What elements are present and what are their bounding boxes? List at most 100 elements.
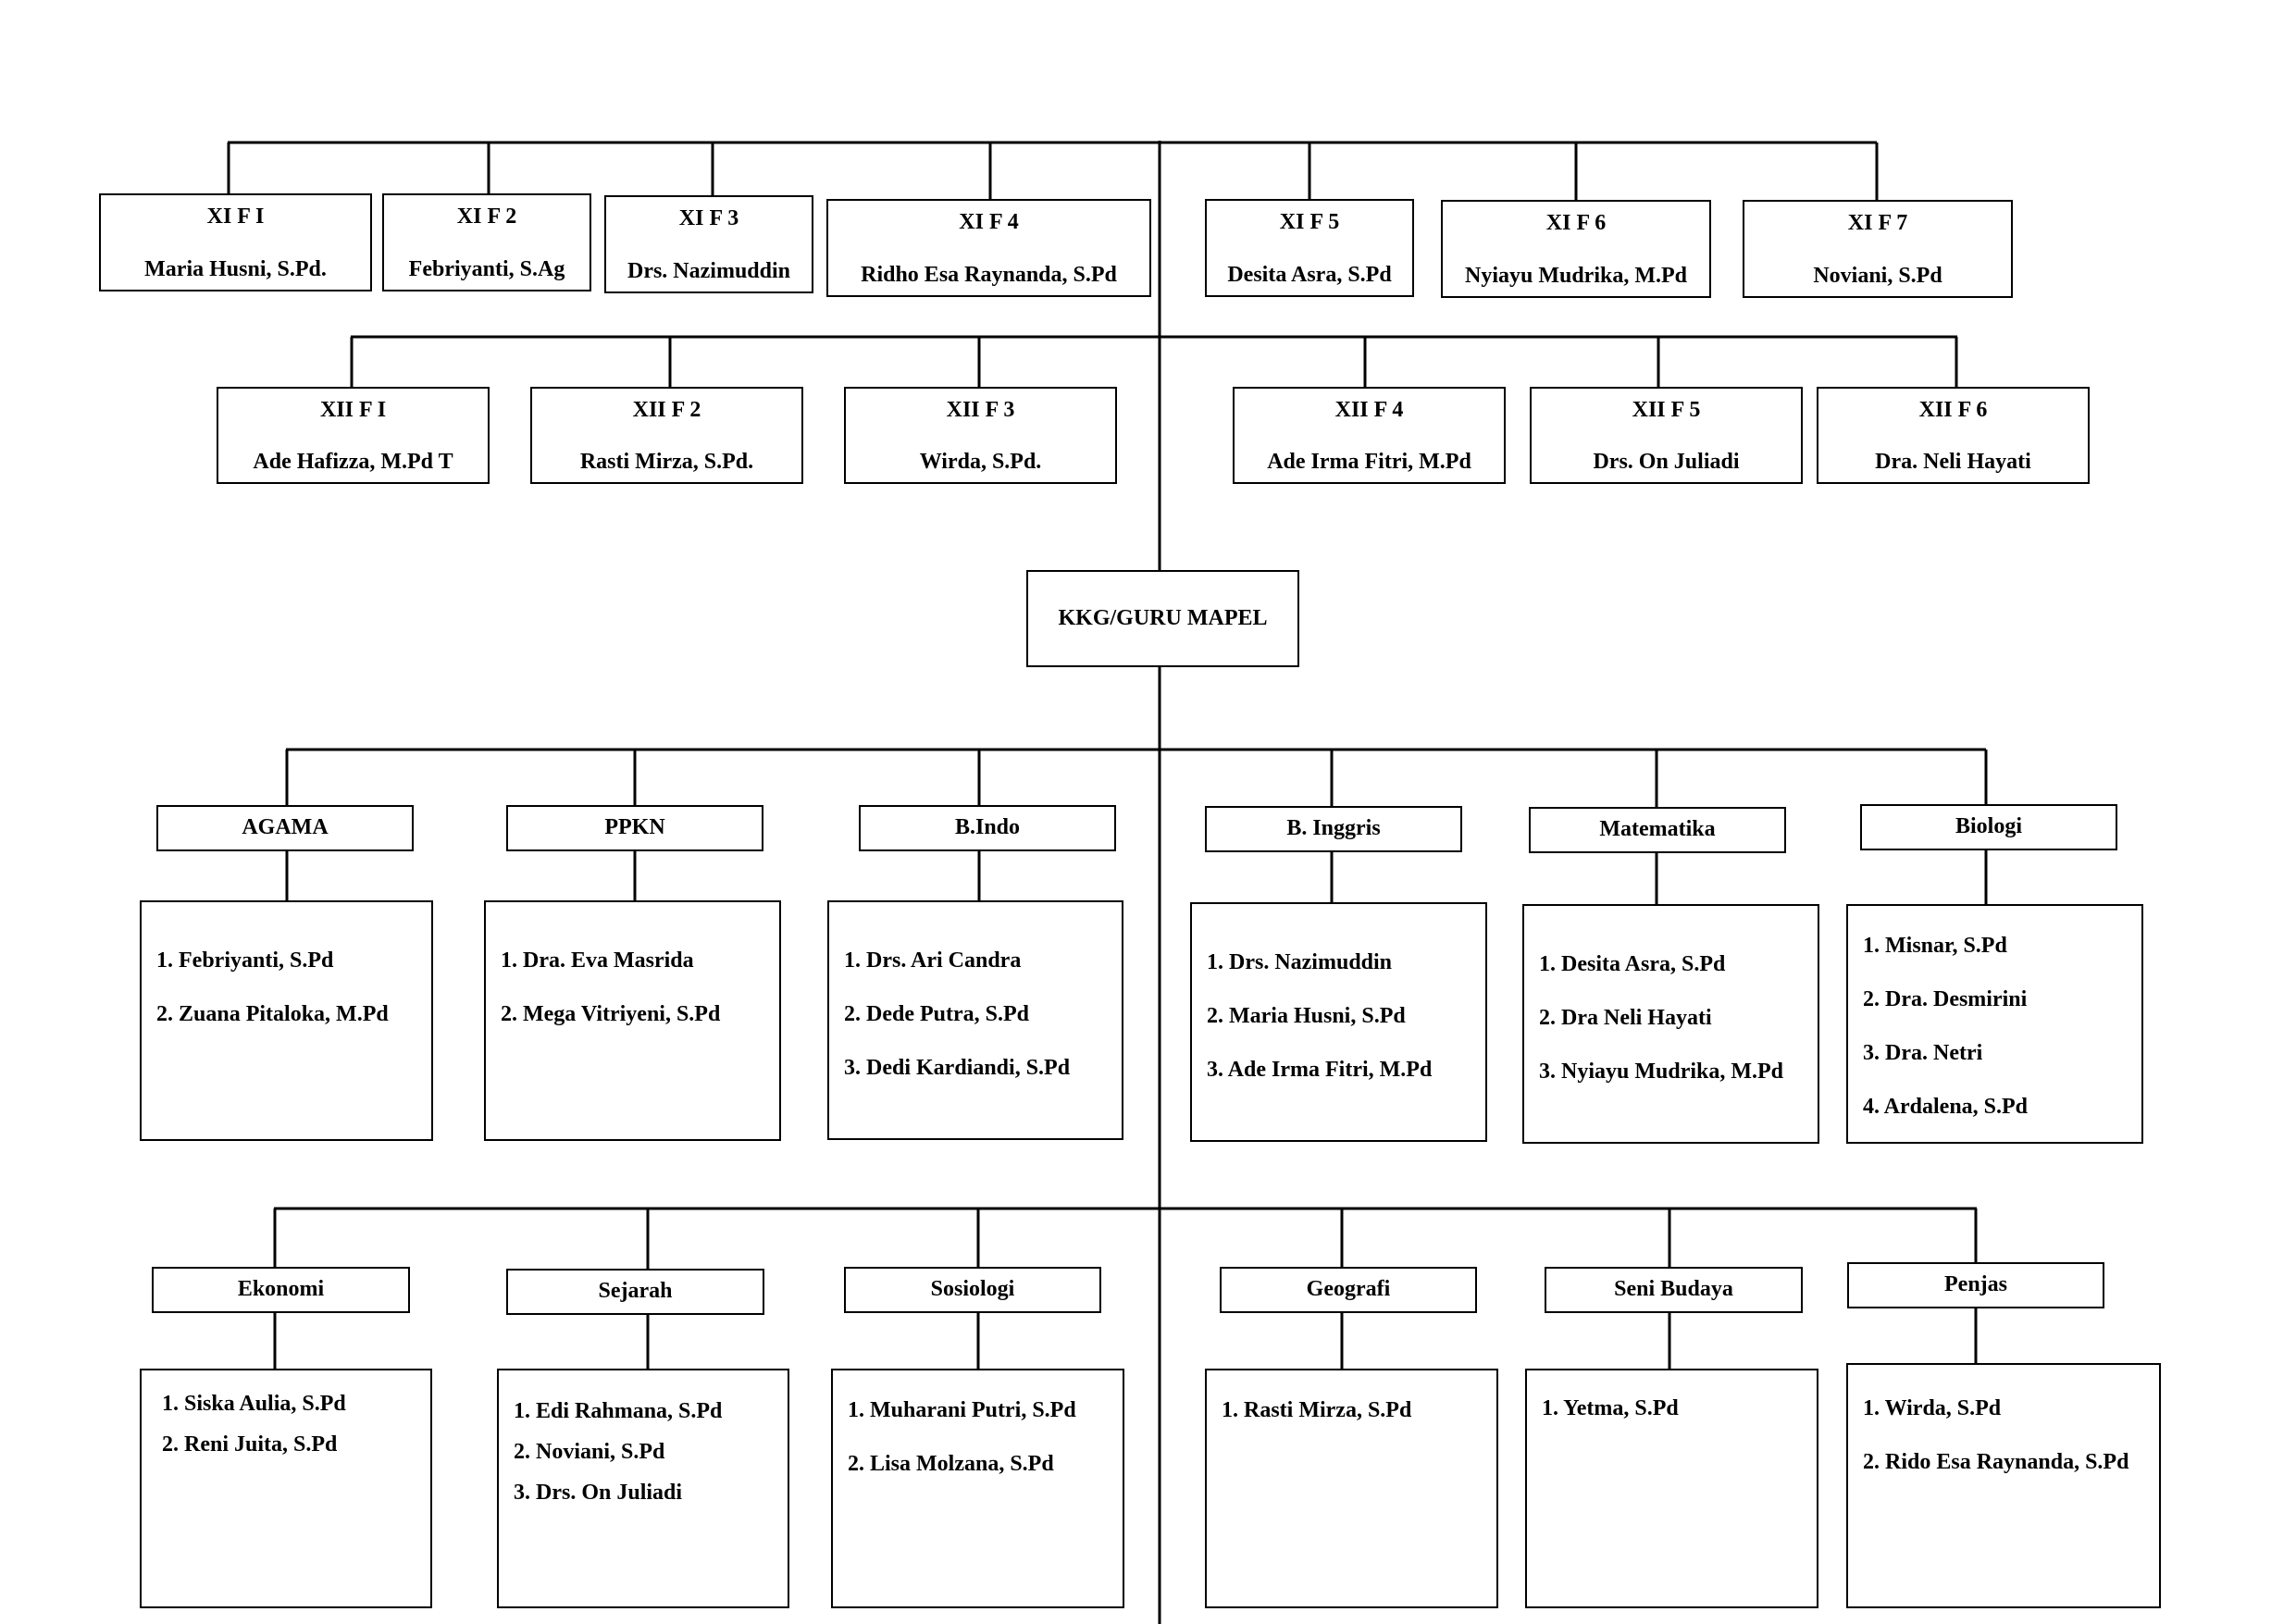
class-box-xii-f5: XII F 5 Drs. On Juliadi <box>1530 387 1803 484</box>
class-box-xii-f2: XII F 2 Rasti Mirza, S.Pd. <box>530 387 803 484</box>
subject-header-binggris: B. Inggris <box>1205 806 1462 852</box>
kkg-label: KKG/GURU MAPEL <box>1058 606 1268 630</box>
list-item: 3. Dedi Kardiandi, S.Pd <box>844 1056 1071 1080</box>
class-title: XII F 6 <box>1918 398 1988 422</box>
subject-name: B. Inggris <box>1286 816 1381 840</box>
subject-name: Sejarah <box>598 1279 673 1303</box>
class-title: XII F 2 <box>632 398 701 422</box>
class-teacher: Wirda, S.Pd. <box>919 450 1042 474</box>
list-item: 2. Dra Neli Hayati <box>1539 1006 1712 1030</box>
teacher-list-bindo: 1. Drs. Ari Candra 2. Dede Putra, S.Pd 3… <box>827 900 1123 1140</box>
list-item: 3. Nyiayu Mudrika, M.Pd <box>1539 1060 1784 1084</box>
class-title: XII F 3 <box>946 398 1015 422</box>
class-teacher: Ridho Esa Raynanda, S.Pd <box>861 263 1117 287</box>
class-title: XI F 4 <box>959 210 1019 234</box>
list-item: 3. Ade Irma Fitri, M.Pd <box>1207 1058 1433 1082</box>
list-item: 1. Febriyanti, S.Pd <box>156 948 334 973</box>
list-item: 1. Rasti Mirza, S.Pd <box>1222 1398 1412 1422</box>
class-box-xi-f7: XI F 7 Noviani, S.Pd <box>1743 200 2013 298</box>
subject-header-sosiologi: Sosiologi <box>844 1267 1101 1313</box>
list-item: 3. Dra. Netri <box>1863 1041 1983 1065</box>
subject-header-penjas: Penjas <box>1847 1262 2104 1308</box>
class-title: XI F 6 <box>1545 211 1607 235</box>
class-teacher: Noviani, S.Pd <box>1813 264 1942 288</box>
class-teacher: Dra. Neli Hayati <box>1875 450 2031 474</box>
class-title: XI F 5 <box>1279 210 1340 234</box>
class-box-xii-f1: XII F I Ade Hafizza, M.Pd T <box>217 387 490 484</box>
list-item: 1. Dra. Eva Masrida <box>501 948 694 973</box>
class-title: XI F 3 <box>678 206 739 230</box>
list-item: 1. Drs. Nazimuddin <box>1207 950 1393 974</box>
class-teacher: Febriyanti, S.Ag <box>408 257 565 281</box>
class-box-xii-f4: XII F 4 Ade Irma Fitri, M.Pd <box>1233 387 1506 484</box>
list-item: 2. Zuana Pitaloka, M.Pd <box>156 1002 389 1026</box>
subject-name: Matematika <box>1599 817 1716 841</box>
list-item: 1. Desita Asra, S.Pd <box>1539 952 1726 976</box>
class-teacher: Ade Hafizza, M.Pd T <box>253 450 453 474</box>
list-item: 1. Edi Rahmana, S.Pd <box>514 1399 723 1423</box>
subject-name: Seni Budaya <box>1614 1277 1733 1301</box>
list-item: 4. Ardalena, S.Pd <box>1863 1095 2029 1119</box>
subject-header-bindo: B.Indo <box>859 805 1116 851</box>
subject-name: Sosiologi <box>930 1277 1015 1301</box>
class-box-xi-f6: XI F 6 Nyiayu Mudrika, M.Pd <box>1441 200 1711 298</box>
subject-header-agama: AGAMA <box>156 805 414 851</box>
teacher-list-seni-budaya: 1. Yetma, S.Pd <box>1525 1369 1818 1608</box>
subject-name: Biologi <box>1955 814 2022 838</box>
subject-name: Ekonomi <box>237 1277 325 1301</box>
subject-header-ekonomi: Ekonomi <box>152 1267 410 1313</box>
class-box-xii-f6: XII F 6 Dra. Neli Hayati <box>1817 387 2090 484</box>
teacher-list-matematika: 1. Desita Asra, S.Pd 2. Dra Neli Hayati … <box>1522 904 1819 1144</box>
teacher-list-sosiologi: 1. Muharani Putri, S.Pd 2. Lisa Molzana,… <box>831 1369 1124 1608</box>
class-box-xi-f3: XI F 3 Drs. Nazimuddin <box>604 195 813 293</box>
teacher-list-sejarah: 1. Edi Rahmana, S.Pd 2. Noviani, S.Pd 3.… <box>497 1369 789 1608</box>
subject-name: Penjas <box>1944 1272 2007 1296</box>
list-item: 2. Maria Husni, S.Pd <box>1207 1004 1406 1028</box>
teacher-list-agama: 1. Febriyanti, S.Pd 2. Zuana Pitaloka, M… <box>140 900 433 1141</box>
subject-name: Geografi <box>1306 1277 1391 1301</box>
list-item: 2. Reni Juita, S.Pd <box>162 1432 338 1457</box>
list-item: 2. Mega Vitriyeni, S.Pd <box>501 1002 721 1026</box>
list-item: 3. Drs. On Juliadi <box>514 1481 683 1505</box>
teacher-list-penjas: 1. Wirda, S.Pd 2. Rido Esa Raynanda, S.P… <box>1846 1363 2161 1608</box>
class-teacher: Rasti Mirza, S.Pd. <box>579 450 754 474</box>
teacher-list-binggris: 1. Drs. Nazimuddin 2. Maria Husni, S.Pd … <box>1190 902 1487 1142</box>
list-item: 1. Siska Aulia, S.Pd <box>162 1392 346 1416</box>
teacher-list-geografi: 1. Rasti Mirza, S.Pd <box>1205 1369 1498 1608</box>
subject-name: AGAMA <box>242 815 329 839</box>
subject-header-seni-budaya: Seni Budaya <box>1545 1267 1803 1313</box>
list-item: 1. Muharani Putri, S.Pd <box>848 1398 1076 1422</box>
class-teacher: Ade Irma Fitri, M.Pd <box>1267 450 1471 474</box>
subject-name: PPKN <box>604 815 665 839</box>
list-item: 1. Yetma, S.Pd <box>1542 1396 1679 1420</box>
list-item: 2. Noviani, S.Pd <box>514 1440 665 1464</box>
class-title: XII F 4 <box>1334 398 1404 422</box>
class-title: XI F I <box>206 205 265 229</box>
subject-header-ppkn: PPKN <box>506 805 763 851</box>
class-box-xii-f3: XII F 3 Wirda, S.Pd. <box>844 387 1117 484</box>
class-teacher: Drs. On Juliadi <box>1593 450 1740 474</box>
list-item: 2. Rido Esa Raynanda, S.Pd <box>1863 1450 2129 1474</box>
subject-header-geografi: Geografi <box>1220 1267 1477 1313</box>
subject-header-biologi: Biologi <box>1860 804 2117 850</box>
class-title: XI F 7 <box>1847 211 1908 235</box>
list-item: 2. Lisa Molzana, S.Pd <box>848 1452 1054 1476</box>
teacher-list-ppkn: 1. Dra. Eva Masrida 2. Mega Vitriyeni, S… <box>484 900 781 1141</box>
class-teacher: Nyiayu Mudrika, M.Pd <box>1464 264 1688 288</box>
teacher-list-biologi: 1. Misnar, S.Pd 2. Dra. Desmirini 3. Dra… <box>1846 904 2143 1144</box>
list-item: 2. Dra. Desmirini <box>1863 987 2028 1011</box>
list-item: 1. Misnar, S.Pd <box>1863 934 2007 958</box>
class-box-xi-f1: XI F I Maria Husni, S.Pd. <box>99 193 372 291</box>
class-title: XI F 2 <box>456 205 517 229</box>
class-box-xi-f2: XI F 2 Febriyanti, S.Ag <box>382 193 591 291</box>
subject-header-sejarah: Sejarah <box>506 1269 764 1315</box>
subject-header-matematika: Matematika <box>1529 807 1786 853</box>
subject-name: B.Indo <box>954 815 1021 839</box>
class-title: XII F I <box>319 398 387 422</box>
class-teacher: Desita Asra, S.Pd <box>1227 263 1392 287</box>
class-box-xi-f5: XI F 5 Desita Asra, S.Pd <box>1205 199 1414 297</box>
class-teacher: Maria Husni, S.Pd. <box>144 257 327 281</box>
list-item: 1. Drs. Ari Candra <box>844 948 1022 973</box>
kkg-center-box: KKG/GURU MAPEL <box>1026 570 1299 667</box>
class-teacher: Drs. Nazimuddin <box>627 259 791 283</box>
